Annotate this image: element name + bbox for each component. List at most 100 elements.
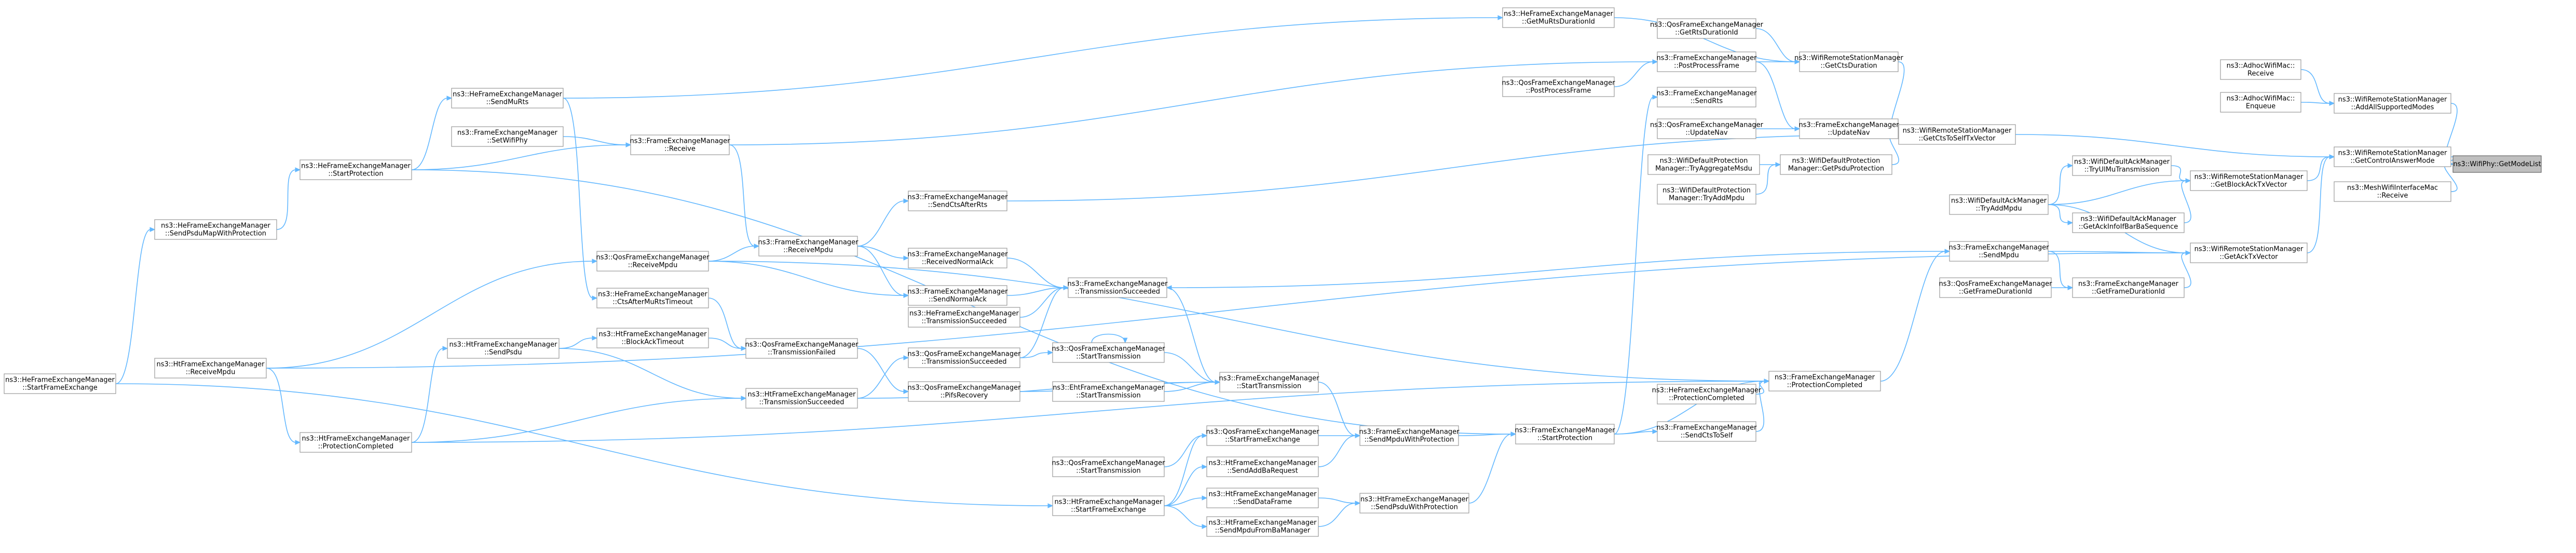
graph-node-qos_startfe[interactable]: ns3::QosFrameExchangeManager::StartFrame… [1206,425,1319,446]
graph-node-rsm_blockack[interactable]: ns3::WifiRemoteStationManager::GetBlockA… [2190,170,2308,191]
graph-node-he_sendmurts[interactable]: ns3::HeFrameExchangeManager::SendMuRts [451,88,564,109]
node-label-line: ::GetControlAnswerMode [2350,157,2434,165]
node-box [1898,124,2016,145]
graph-node-ht_startfe[interactable]: ns3::HtFrameExchangeManager::StartFrameE… [1052,495,1165,516]
graph-node-ht_sendpsdufrom[interactable]: ns3::HtFrameExchangeManager::SendMpduFro… [1206,516,1319,537]
graph-node-ht_sendpsdu[interactable]: ns3::HtFrameExchangeManager::SendPsdu [447,338,560,359]
call-edge [1164,505,1203,527]
graph-node-qos_recvmpdu[interactable]: ns3::QosFrameExchangeManager::ReceiveMpd… [596,251,710,272]
graph-node-dap_tryagg[interactable]: ns3::WifiDefaultProtectionManager::TryAg… [1647,154,1760,175]
graph-node-ht_protcomp[interactable]: ns3::HtFrameExchangeManager::ProtectionC… [299,432,412,453]
graph-node-fem_startprot[interactable]: ns3::FrameExchangeManager::StartProtecti… [1515,424,1615,444]
node-label-line: ::GetRtsDurationId [1675,29,1738,37]
call-edge [1019,352,1049,358]
graph-node-he_ctsaftermu[interactable]: ns3::HeFrameExchangeManager::CtsAfterMuR… [596,288,709,308]
graph-node-he_startfe[interactable]: ns3::HeFrameExchangeManager::StartFrameE… [4,373,116,394]
graph-node-dap_tryulmu[interactable]: ns3::WifiDefaultAckManager::TryUlMuTrans… [2072,155,2172,176]
node-box [1657,421,1756,442]
graph-node-fem_sendmpduwp[interactable]: ns3::FrameExchangeManager::SendMpduWithP… [1359,425,1460,446]
node-label-line: ::StartTransmission [1076,467,1141,475]
call-edge [2181,180,2191,223]
graph-node-rsm_acktx[interactable]: ns3::WifiRemoteStationManager::GetAckTxV… [2190,242,2308,263]
node-box [1949,241,2049,262]
edge-arrowhead [754,244,760,249]
node-label-line: ns3::HtFrameExchangeManager [1055,498,1163,506]
node-label-line: ::SendDataFrame [1233,498,1292,506]
node-label-line: ::SendMuRts [486,99,529,106]
graph-node-rsm_ctsdur[interactable]: ns3::WifiRemoteStationManager::GetCtsDur… [1794,51,1904,72]
graph-node-fem_protcomp[interactable]: ns3::FrameExchangeManager::ProtectionCom… [1768,371,1881,392]
graph-node-qos_postproc[interactable]: ns3::QosFrameExchangeManager::PostProces… [1502,76,1615,97]
graph-node-dap_tryaddmpdu[interactable]: ns3::WifiDefaultAckManager::TryAddMpdu [1949,194,2049,215]
graph-node-adhoc_enq[interactable]: ns3::AdhocWifiMac::Enqueue [2220,92,2301,113]
node-label-line: ns3::HeFrameExchangeManager [598,291,707,299]
graph-node-qos_updnav[interactable]: ns3::QosFrameExchangeManager::UpdateNav [1650,118,1764,139]
node-box [1502,7,1615,28]
call-edge [1006,258,1065,288]
graph-node-fem_receive[interactable]: ns3::FrameExchangeManager::Receive [630,134,730,155]
graph-node-rsm_addall[interactable]: ns3::WifiRemoteStationManager::AddAllSup… [2334,93,2451,114]
graph-node-fem_starttx[interactable]: ns3::FrameExchangeManager::StartTransmis… [1219,372,1319,393]
call-edge [411,398,742,443]
graph-node-eht_starttx[interactable]: ns3::EhtFrameExchangeManager::StartTrans… [1052,381,1165,402]
graph-node-fem_sendcts[interactable]: ns3::FrameExchangeManager::SendCtsToSelf [1656,421,1757,442]
graph-node-fem_postproc[interactable]: ns3::FrameExchangeManager::PostProcessFr… [1656,51,1757,72]
graph-node-fem_getframedur[interactable]: ns3::FrameExchangeManager::GetFrameDurat… [2072,277,2185,298]
call-edge [266,261,593,369]
graph-node-fem_sendctsafter[interactable]: ns3::FrameExchangeManager::SendCtsAfterR… [907,191,1008,211]
graph-node-he_sendpsdumay[interactable]: ns3::HeFrameExchangeManager::SendPsduMap… [154,219,277,240]
graph-node-qos_starttx[interactable]: ns3::QosFrameExchangeManager::StartTrans… [1052,342,1165,363]
node-label-line: ns3::FrameExchangeManager [1948,244,2049,252]
call-edge [1755,164,1777,195]
graph-node-fem_setwifiphy[interactable]: ns3::FrameExchangeManager::SetWifiPhy [451,126,564,147]
graph-node-ht_recvmpdu[interactable]: ns3::HtFrameExchangeManager::ReceiveMpdu [154,358,267,379]
graph-node-ht_blockacktimeout[interactable]: ns3::HtFrameExchangeManager::BlockAckTim… [596,328,709,348]
graph-node-fem_sendnormack[interactable]: ns3::FrameExchangeManager::SendNormalAck [907,285,1008,306]
node-label-line: ::TransmissionFailed [768,349,835,357]
graph-node-fem_sendrts[interactable]: ns3::FrameExchangeManager::SendRts [1656,87,1757,107]
graph-node-ht_txsucc[interactable]: ns3::HtFrameExchangeManager::Transmissio… [745,388,858,409]
graph-node-qos_pifs[interactable]: ns3::QosFrameExchangeManager::PifsRecove… [907,381,1021,402]
focus-node-target[interactable]: ns3::WifiPhy::GetModeList [2452,155,2542,173]
call-edge [708,261,905,296]
graph-node-fem_recvmpdu[interactable]: ns3::FrameExchangeManager::ReceiveMpdu [758,236,858,257]
graph-node-qos_getframedur[interactable]: ns3::QosFrameExchangeManager::GetFrameDu… [1939,277,2052,298]
graph-node-he_getmu[interactable]: ns3::HeFrameExchangeManager::GetMuRtsDur… [1502,7,1615,28]
graph-node-fem_sendmpdu[interactable]: ns3::FrameExchangeManager::SendMpdu [1948,241,2049,262]
graph-node-dap_trympdu[interactable]: ns3::WifiDefaultProtectionManager::TryAd… [1657,184,1756,205]
node-box [451,88,564,109]
graph-node-rsm_ctrlans[interactable]: ns3::WifiRemoteStationManager::GetContro… [2334,146,2451,167]
edge-arrowhead [1122,338,1128,344]
edge-arrowhead [1652,95,1658,100]
graph-node-fem_txsucc[interactable]: ns3::FrameExchangeManager::TransmissionS… [1067,277,1168,298]
node-label-line: ::SendMpduWithProtection [1365,436,1454,444]
call-edge [1614,381,1765,435]
graph-node-qos_getrts[interactable]: ns3::QosFrameExchangeManager::GetRtsDura… [1650,18,1764,39]
node-label-line: ns3::WifiRemoteStationManager [1903,127,2012,135]
graph-node-qos_txfailed[interactable]: ns3::QosFrameExchangeManager::Transmissi… [745,338,858,359]
graph-node-mesh_recv[interactable]: ns3::MeshWifiInterfaceMac::Receive [2334,181,2451,202]
node-label-line: ns3::HtFrameExchangeManager [157,361,265,369]
graph-node-he_startprot[interactable]: ns3::HeFrameExchangeManager::StartProtec… [299,159,412,180]
edge-arrowhead [149,227,156,232]
graph-node-fem_recvnormack[interactable]: ns3::FrameExchangeManager::ReceivedNorma… [907,248,1008,268]
graph-node-ht_senddata[interactable]: ns3::HtFrameExchangeManager::SendDataFra… [1206,488,1319,508]
call-edge [411,348,444,443]
graph-node-he_protcomp[interactable]: ns3::HeFrameExchangeManager::ProtectionC… [1652,384,1762,404]
edge-arrowhead [2067,163,2074,168]
node-label-line: ::PostProcessFrame [1674,62,1739,70]
graph-node-rsm_ctstx[interactable]: ns3::WifiRemoteStationManager::GetCtsToS… [1898,124,2016,145]
node-label-line: ns3::QosFrameExchangeManager [1052,345,1165,353]
graph-node-qos_starttx2[interactable]: ns3::QosFrameExchangeManager::StartTrans… [1052,456,1165,477]
node-label-line: ::UpdateNav [1828,129,1870,137]
graph-node-he_txsucc[interactable]: ns3::HeFrameExchangeManager::Transmissio… [908,307,1020,328]
graph-node-qos_txsucc[interactable]: ns3::QosFrameExchangeManager::Transmissi… [907,347,1021,368]
node-box [1052,342,1165,363]
graph-node-rsm_updnav[interactable]: ns3::FrameExchangeManager::UpdateNav [1798,118,1899,139]
graph-node-dap_getpsdu[interactable]: ns3::WifiDefaultProtectionManager::GetPs… [1780,154,1892,175]
graph-node-ht_sendpsduwp[interactable]: ns3::HtFrameExchangeManager::SendPsduWit… [1359,493,1469,514]
graph-node-dap_getackinfo[interactable]: ns3::WifiDefaultAckManager::GetAckInfoIf… [2072,212,2185,233]
graph-node-ht_sendaddba[interactable]: ns3::HtFrameExchangeManager::SendAddBaRe… [1206,456,1319,477]
graph-node-adhoc_recv[interactable]: ns3::AdhocWifiMac::Receive [2220,59,2301,80]
edge-arrowhead [1775,162,1781,167]
